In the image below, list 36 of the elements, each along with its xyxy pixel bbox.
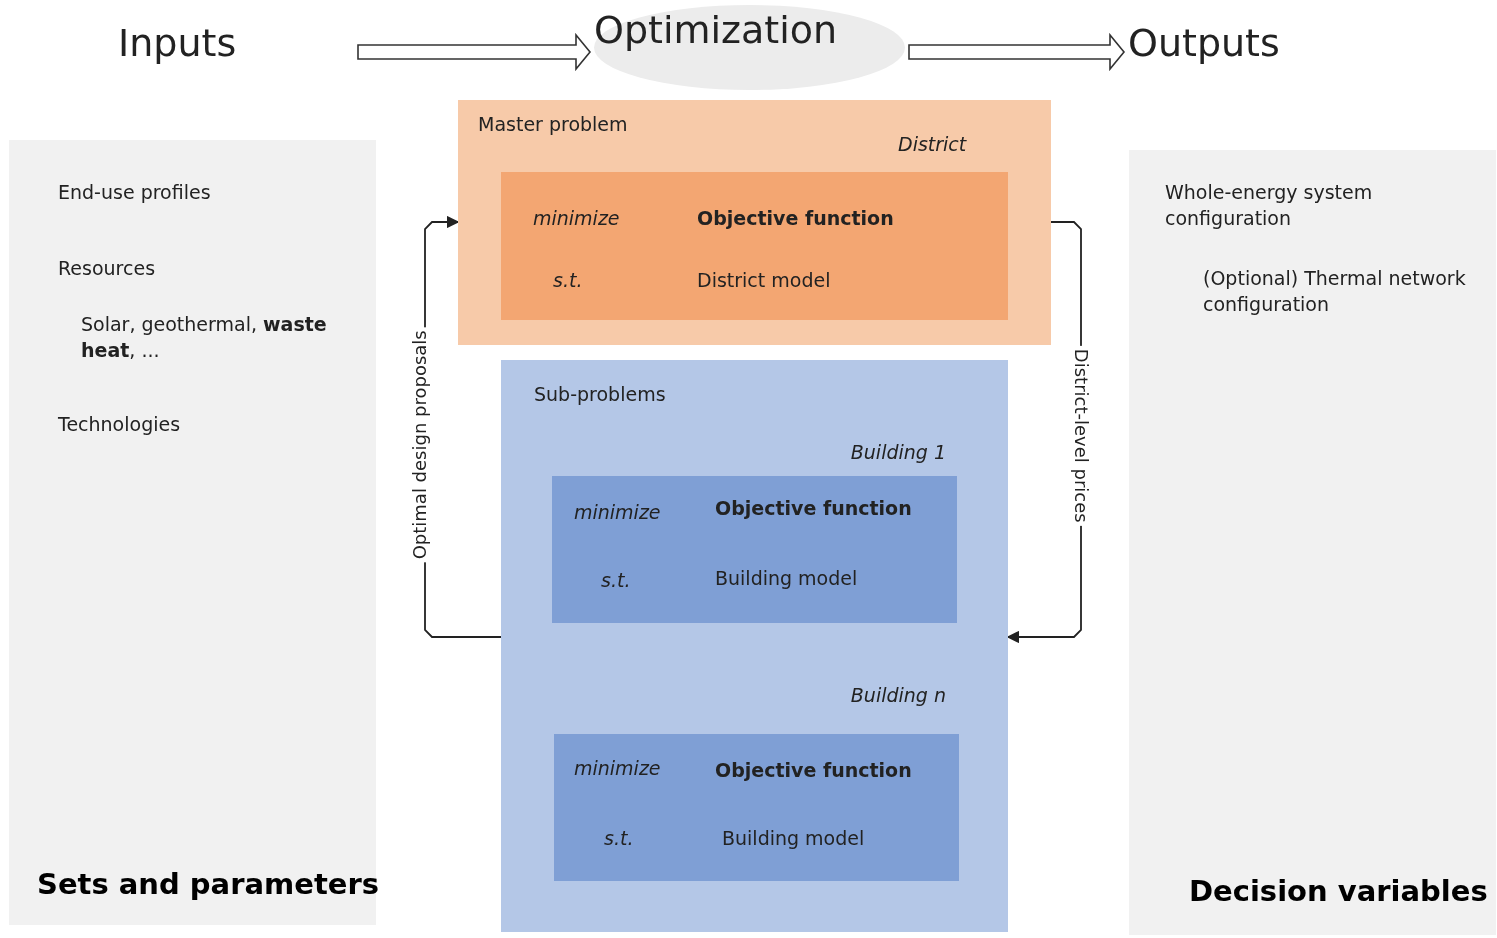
heading: Optimization — [594, 7, 838, 54]
objective-box — [501, 172, 1008, 320]
objective-box — [554, 734, 959, 881]
list-item: Solar, geothermal, waste heat, ... — [81, 312, 328, 363]
objective-label: Objective function — [697, 206, 894, 231]
edge-label: District-level prices — [1070, 345, 1092, 526]
block-arrow — [908, 32, 1126, 72]
list-item: Resources — [58, 256, 156, 281]
keyword: minimize — [574, 756, 661, 781]
objective-label: Objective function — [715, 496, 912, 521]
keyword: s.t. — [553, 268, 583, 293]
heading: Inputs — [118, 20, 237, 67]
panel-title: Master problem — [478, 112, 628, 137]
objective-label: Objective function — [715, 758, 912, 783]
keyword: minimize — [574, 500, 661, 525]
model-label: District model — [697, 268, 831, 293]
model-label: Building model — [715, 566, 858, 591]
panel-title: Sub-problems — [534, 382, 666, 407]
scope-label: District — [898, 132, 967, 157]
scope-label: Building n — [849, 683, 946, 708]
list-item: End-use profiles — [58, 180, 211, 205]
panel-title: Decision variables — [1189, 873, 1488, 910]
panel-title: Sets and parameters — [37, 866, 380, 903]
list-item: Whole-energy system configuration — [1165, 180, 1374, 231]
sub-problems-panel — [501, 360, 1008, 932]
keyword: minimize — [533, 206, 620, 231]
list-item: (Optional) Thermal network configuration — [1203, 266, 1467, 317]
model-label: Building model — [722, 826, 865, 851]
heading: Outputs — [1128, 20, 1280, 67]
list-item: Technologies — [58, 412, 181, 437]
scope-label: Building 1 — [849, 440, 946, 465]
master-problem-panel — [458, 100, 1051, 345]
objective-box — [552, 476, 957, 623]
keyword: s.t. — [604, 826, 634, 851]
block-arrow — [357, 32, 592, 72]
keyword: s.t. — [601, 568, 631, 593]
